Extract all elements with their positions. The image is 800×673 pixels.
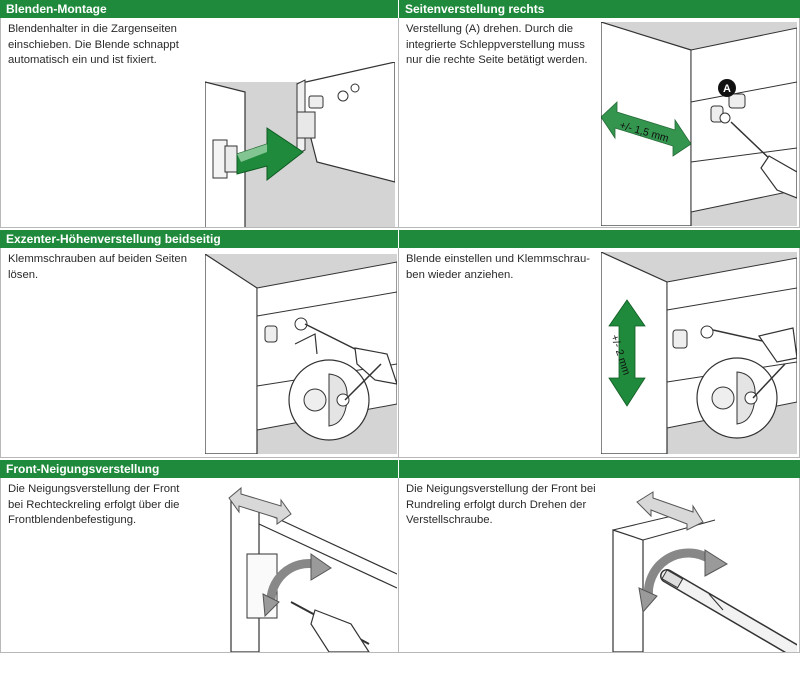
header-front-neigungsverstellung: Front-Neigungsverstellung: [0, 460, 398, 478]
panel-text: Die Neigungsverstellung der Front bei Ru…: [406, 483, 596, 526]
panel-exzenter-loesen: Klemmschrauben auf beiden Seiten lösen.: [0, 248, 399, 458]
illustration-tilt-round-rail: [612, 491, 797, 652]
header-exzenter-hoehenverstellung: Exzenter-Höhenverstellung beidseitig: [0, 230, 398, 248]
header-seitenverstellung: Seitenverstellung rechts: [399, 0, 800, 18]
panel-text: Verstellung (A) drehen. Durch die integr…: [406, 23, 588, 66]
illustration-front-mounting: [205, 62, 395, 227]
illustration-tilt-rectangular-rail: [228, 486, 397, 652]
panel-blenden-montage: Blendenhalter in die Zargenseiten einsch…: [0, 18, 399, 228]
illustration-height-loosen: [205, 254, 397, 454]
panel-text: Die Neigungsverstellung der Front bei Re…: [8, 483, 180, 526]
header-blank: [399, 460, 800, 478]
panel-text: Blende einstellen und Klemmschrau- ben w…: [406, 253, 590, 281]
header-blank: [399, 230, 800, 248]
header-blenden-montage: Blenden-Montage: [0, 0, 398, 18]
panel-blende-einstellen: Blende einstellen und Klemmschrau- ben w…: [399, 248, 800, 458]
callout-label-a: A: [723, 83, 731, 95]
panel-text: Blendenhalter in die Zargenseiten einsch…: [8, 23, 179, 66]
panel-neigung-rundreling: Die Neigungsverstellung der Front bei Ru…: [399, 478, 800, 653]
illustration-side-adjustment: A +/- 1,5 mm: [601, 22, 797, 226]
illustration-height-adjust: +/- 2 mm: [601, 252, 797, 454]
panel-seitenverstellung: Verstellung (A) drehen. Durch die integr…: [399, 18, 800, 228]
panel-text: Klemmschrauben auf beiden Seiten lösen.: [8, 253, 187, 281]
panel-neigung-rechteckreling: Die Neigungsverstellung der Front bei Re…: [0, 478, 399, 653]
